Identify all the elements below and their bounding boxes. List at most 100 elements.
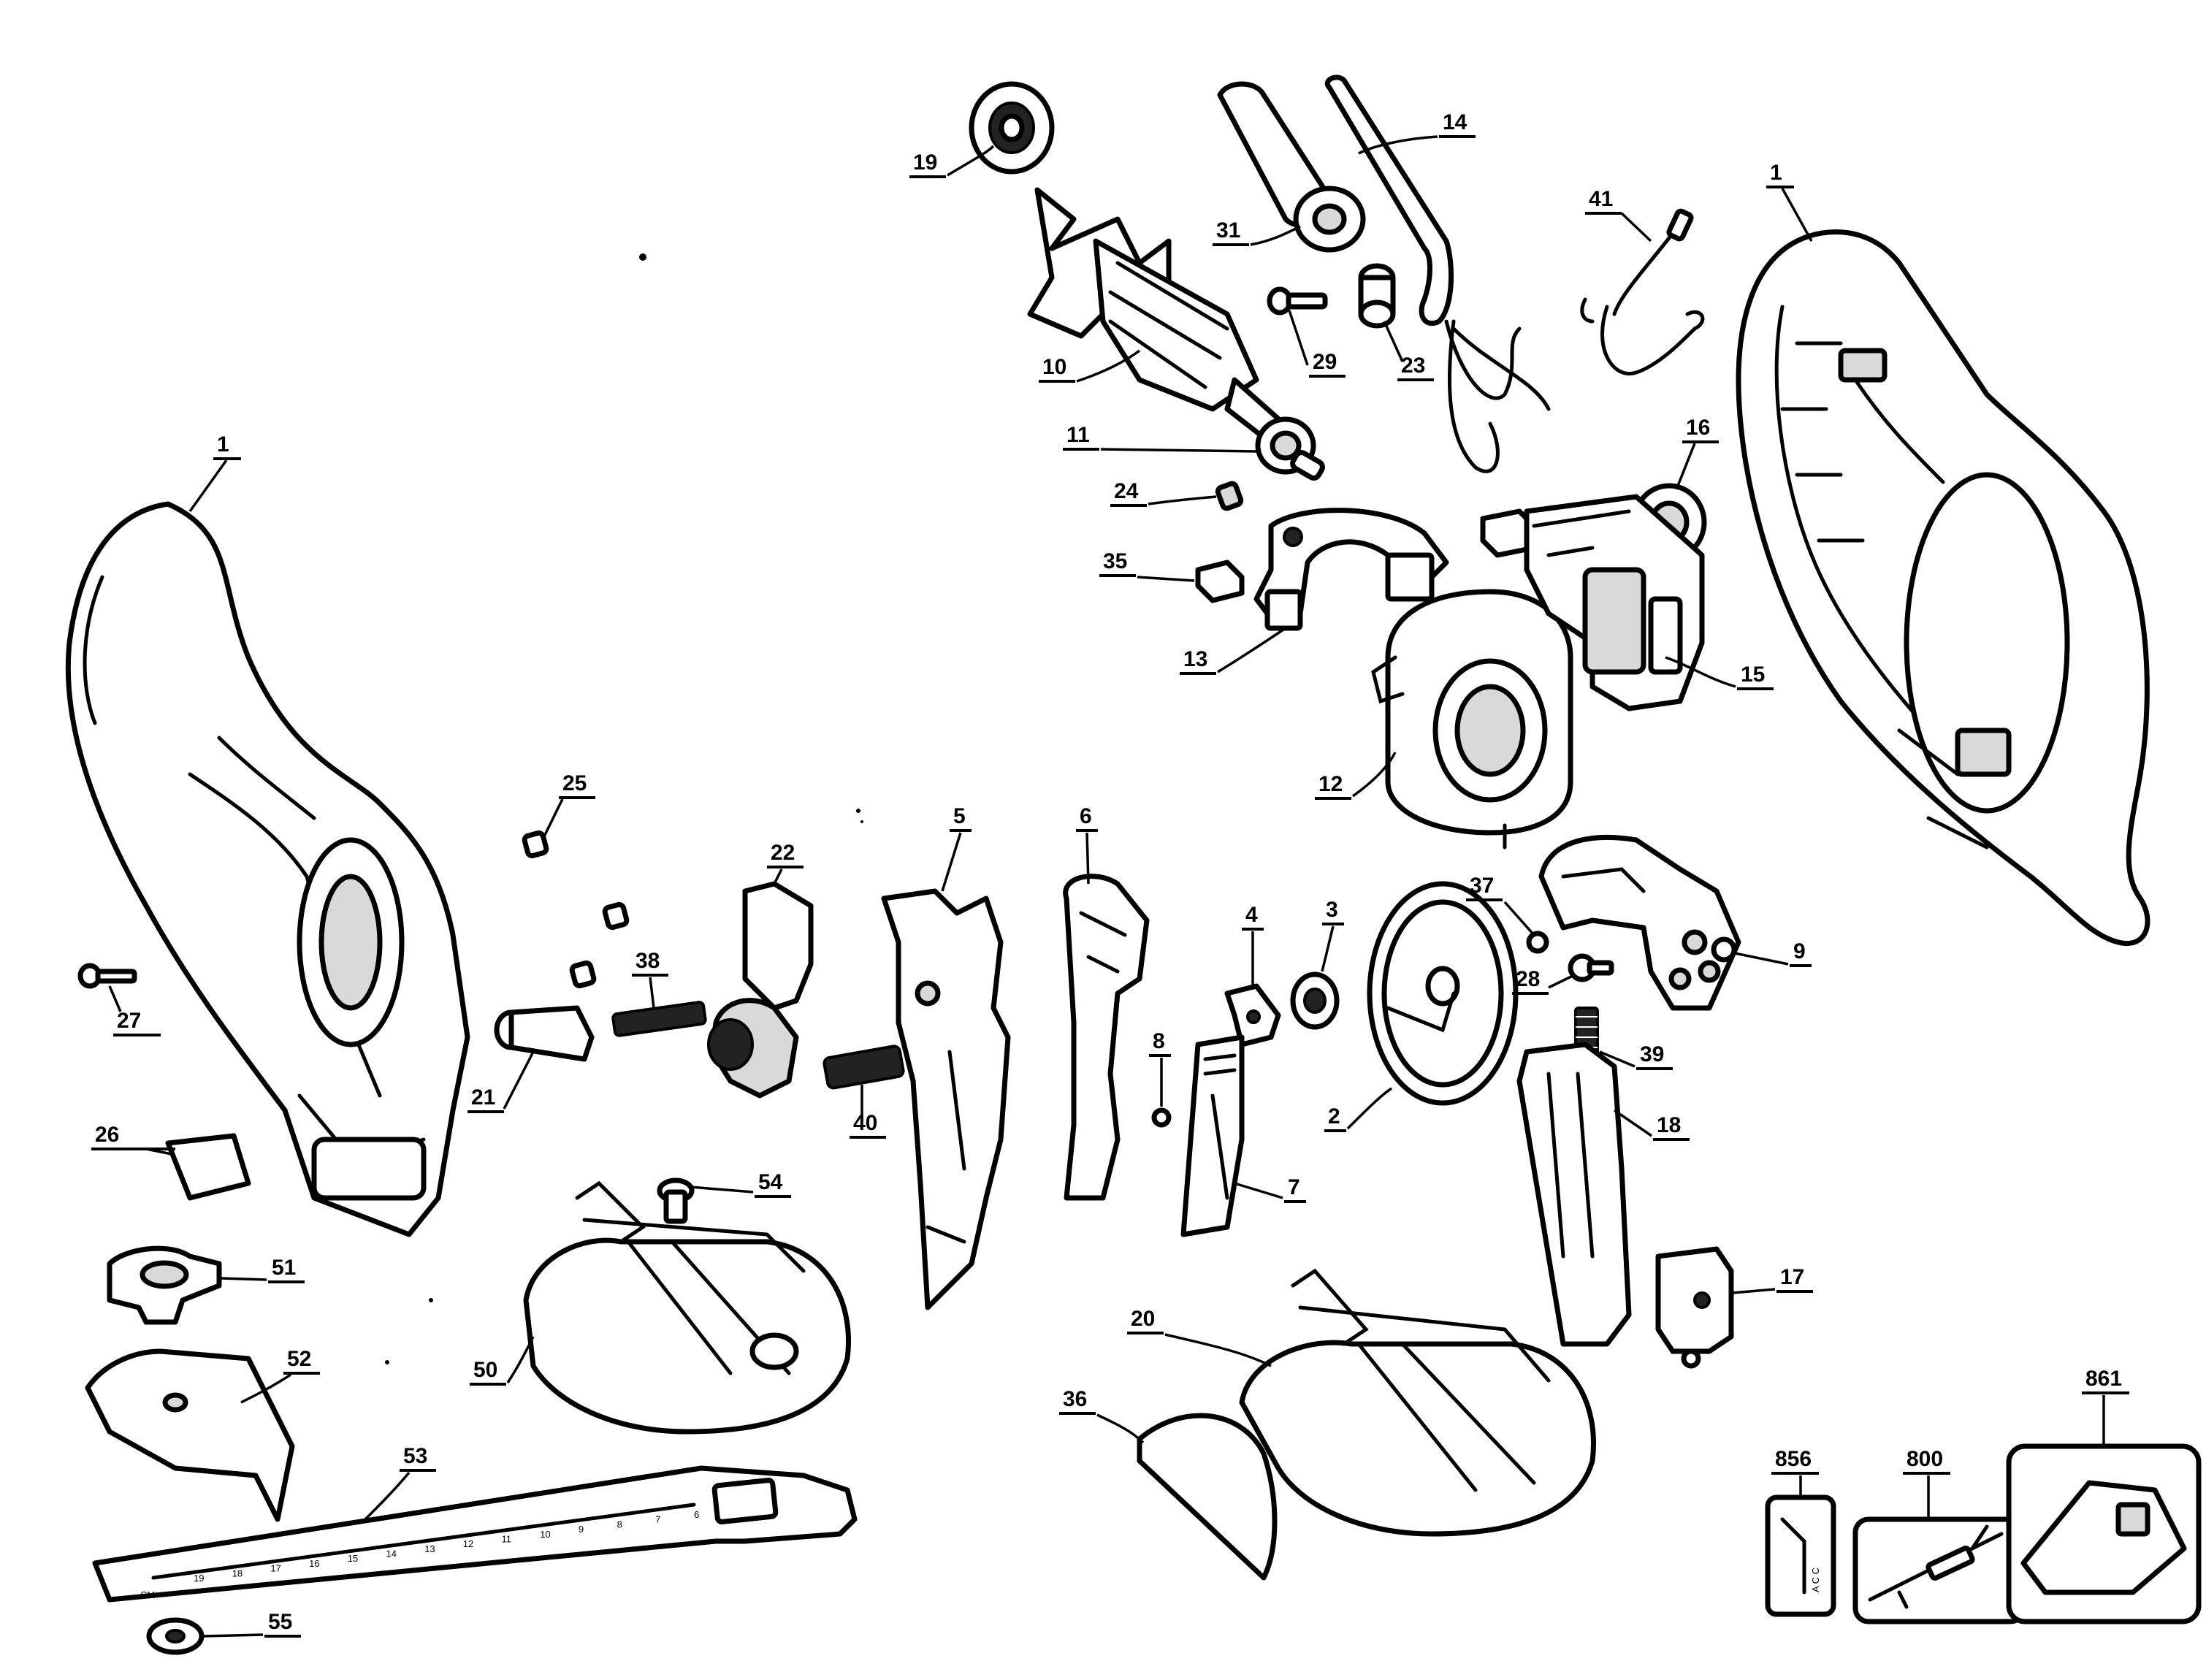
svg-text:1: 1 bbox=[217, 432, 229, 457]
part-18-housing bbox=[1516, 1042, 1632, 1347]
part-21-cam bbox=[494, 1005, 595, 1062]
part-13-brush-holder bbox=[1253, 508, 1449, 631]
svg-text:29: 29 bbox=[1313, 350, 1337, 374]
callout-24: 24 bbox=[1110, 479, 1217, 507]
part-23-bushing bbox=[1358, 263, 1396, 329]
part-37-ball bbox=[1526, 931, 1549, 954]
callout-4: 4 bbox=[1242, 903, 1264, 990]
part-856-print: A C C bbox=[1810, 1568, 1821, 1592]
part-2-wheel bbox=[1367, 881, 1519, 1106]
svg-text:11: 11 bbox=[1066, 423, 1090, 447]
ruler-tick-label: 14 bbox=[386, 1549, 397, 1559]
svg-text:19: 19 bbox=[913, 150, 937, 175]
svg-text:53: 53 bbox=[403, 1444, 427, 1468]
callout-2: 2 bbox=[1324, 1087, 1392, 1132]
svg-text:26: 26 bbox=[95, 1123, 119, 1147]
ruler-tick-label: 17 bbox=[270, 1563, 280, 1574]
part-15-switch bbox=[1524, 494, 1705, 711]
svg-text:8: 8 bbox=[1153, 1029, 1165, 1053]
part-28-screw bbox=[1568, 953, 1614, 982]
svg-text:52: 52 bbox=[287, 1347, 311, 1371]
part-9-bracket bbox=[1538, 835, 1741, 1011]
callout-800: 800 bbox=[1903, 1447, 1950, 1519]
ruler-tick-label: 6 bbox=[694, 1509, 699, 1520]
callout-16: 16 bbox=[1675, 416, 1719, 490]
part-51-knob bbox=[107, 1245, 222, 1325]
svg-text:13: 13 bbox=[1183, 647, 1207, 671]
part-36-guard bbox=[1137, 1413, 1278, 1581]
svg-text:10: 10 bbox=[1042, 355, 1066, 379]
part-20-shoe bbox=[1239, 1268, 1596, 1537]
callout-8: 8 bbox=[1149, 1029, 1171, 1107]
ruler-tick-label: 9 bbox=[579, 1524, 584, 1535]
svg-text:22: 22 bbox=[771, 841, 795, 865]
callout-52: 52 bbox=[240, 1347, 320, 1404]
part-22-lever bbox=[707, 881, 814, 1099]
part-55-washer bbox=[146, 1617, 205, 1655]
svg-text:55: 55 bbox=[268, 1610, 292, 1634]
callout-25: 25 bbox=[543, 771, 595, 837]
callout-23: 23 bbox=[1383, 321, 1434, 381]
part-26-label bbox=[165, 1133, 251, 1201]
part-27-screw bbox=[77, 963, 137, 989]
callout-18: 18 bbox=[1614, 1109, 1690, 1141]
stray-marks bbox=[385, 253, 863, 1364]
svg-text:23: 23 bbox=[1401, 354, 1425, 378]
ruler-tick-label: 19 bbox=[194, 1573, 204, 1584]
svg-text:24: 24 bbox=[1114, 479, 1139, 503]
ruler-tick-label: 15 bbox=[348, 1553, 358, 1564]
svg-text:54: 54 bbox=[758, 1170, 783, 1194]
svg-text:38: 38 bbox=[636, 949, 660, 973]
callout-51: 51 bbox=[220, 1256, 305, 1283]
callout-6: 6 bbox=[1076, 804, 1098, 885]
callout-39: 39 bbox=[1599, 1042, 1673, 1070]
callout-55: 55 bbox=[202, 1610, 301, 1638]
callout-20: 20 bbox=[1127, 1307, 1272, 1367]
callout-27: 27 bbox=[108, 985, 161, 1036]
ruler-tick-label: 11 bbox=[502, 1534, 512, 1545]
ruler-unit-label: CM bbox=[140, 1589, 155, 1600]
part-25-pins bbox=[522, 830, 630, 989]
callout-41: 41 bbox=[1585, 187, 1652, 243]
callout-9: 9 bbox=[1734, 939, 1812, 967]
svg-text:16: 16 bbox=[1686, 416, 1710, 440]
callout-22: 22 bbox=[767, 841, 804, 885]
part-800-tool bbox=[1852, 1516, 2026, 1624]
part-54-screw bbox=[657, 1177, 695, 1224]
svg-text:15: 15 bbox=[1741, 663, 1765, 687]
part-50-shoe bbox=[523, 1180, 851, 1435]
svg-text:35: 35 bbox=[1103, 549, 1127, 573]
svg-text:861: 861 bbox=[2085, 1367, 2122, 1391]
ruler-tick-label: 18 bbox=[232, 1568, 243, 1578]
part-6-blade-clamp bbox=[1063, 874, 1150, 1201]
svg-text:31: 31 bbox=[1216, 218, 1240, 243]
callout-1-right: 1 bbox=[1766, 161, 1813, 242]
part-4-plate bbox=[1224, 983, 1281, 1047]
ruler-tick-label: 7 bbox=[655, 1514, 660, 1525]
callout-38: 38 bbox=[632, 949, 668, 1009]
callouts: 1 1 19 31 14 41 10 29 23 11 24 35 13 16 … bbox=[91, 110, 2129, 1638]
left-housing-half bbox=[65, 501, 470, 1237]
part-52-blade-guard bbox=[85, 1348, 295, 1522]
svg-text:3: 3 bbox=[1326, 898, 1338, 922]
ruler-tick-label: 10 bbox=[540, 1529, 550, 1540]
svg-text:41: 41 bbox=[1589, 187, 1613, 211]
ruler-tick-label: 13 bbox=[424, 1543, 435, 1554]
svg-text:20: 20 bbox=[1131, 1307, 1155, 1331]
callout-11: 11 bbox=[1063, 423, 1257, 453]
part-29-screw bbox=[1267, 286, 1328, 316]
part-8-ball bbox=[1151, 1107, 1172, 1128]
svg-text:12: 12 bbox=[1318, 772, 1343, 796]
part-7-slider bbox=[1180, 1034, 1245, 1237]
svg-text:856: 856 bbox=[1775, 1447, 1812, 1471]
part-24-pin bbox=[1215, 481, 1244, 511]
svg-text:17: 17 bbox=[1780, 1265, 1804, 1289]
callout-21: 21 bbox=[467, 1051, 535, 1113]
svg-text:800: 800 bbox=[1907, 1447, 1943, 1471]
part-861-case bbox=[2006, 1443, 2202, 1624]
callout-3: 3 bbox=[1321, 898, 1344, 972]
callout-5: 5 bbox=[941, 804, 972, 892]
